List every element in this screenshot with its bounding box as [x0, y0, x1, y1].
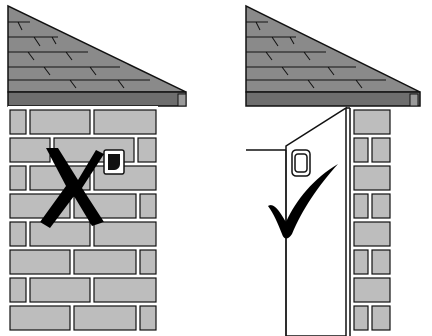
- brick: [137, 137, 157, 163]
- brick: [29, 221, 91, 247]
- brick: [29, 277, 91, 303]
- brick: [9, 221, 27, 247]
- brick: [73, 249, 137, 275]
- brick: [93, 165, 157, 191]
- brick: [371, 305, 391, 331]
- roof-shingles-right: [245, 4, 421, 93]
- brick: [9, 137, 51, 163]
- brick: [353, 109, 391, 135]
- brick: [93, 109, 157, 135]
- brick-wall-left: [8, 106, 158, 336]
- checkmark-icon: [268, 164, 338, 239]
- brick: [353, 165, 391, 191]
- shingle-lines-left: [8, 21, 150, 89]
- gutter-end-right: [409, 93, 419, 107]
- brick: [73, 305, 137, 331]
- roof-right: [245, 4, 421, 93]
- brick: [139, 193, 157, 219]
- brick: [353, 277, 391, 303]
- panel-correct: [245, 4, 421, 336]
- brick: [9, 109, 27, 135]
- brick: [9, 305, 71, 331]
- brick: [353, 305, 369, 331]
- open-wall-panel: [246, 106, 351, 336]
- brick: [9, 249, 71, 275]
- brick: [371, 137, 391, 163]
- panel-incorrect: [7, 4, 187, 336]
- gutter-left: [7, 91, 187, 107]
- gutter-right: [245, 91, 421, 107]
- brick: [371, 193, 391, 219]
- brick: [353, 193, 369, 219]
- brick: [139, 249, 157, 275]
- shingle-lines-right: [246, 21, 386, 89]
- brick: [371, 249, 391, 275]
- gutter-end-left: [177, 93, 187, 107]
- brick: [353, 249, 369, 275]
- brick: [9, 277, 27, 303]
- wall-detector-icon: [103, 149, 125, 175]
- wall-detector-icon: [291, 149, 311, 177]
- roof-shingles-left: [7, 4, 187, 93]
- brick-column-right: [353, 109, 391, 331]
- brick: [353, 221, 391, 247]
- brick: [29, 109, 91, 135]
- brick: [93, 221, 157, 247]
- brick: [139, 305, 157, 331]
- brick: [353, 137, 369, 163]
- brick: [9, 165, 27, 191]
- x-cross-icon: [40, 148, 104, 228]
- roof-left: [7, 4, 187, 93]
- brick: [93, 277, 157, 303]
